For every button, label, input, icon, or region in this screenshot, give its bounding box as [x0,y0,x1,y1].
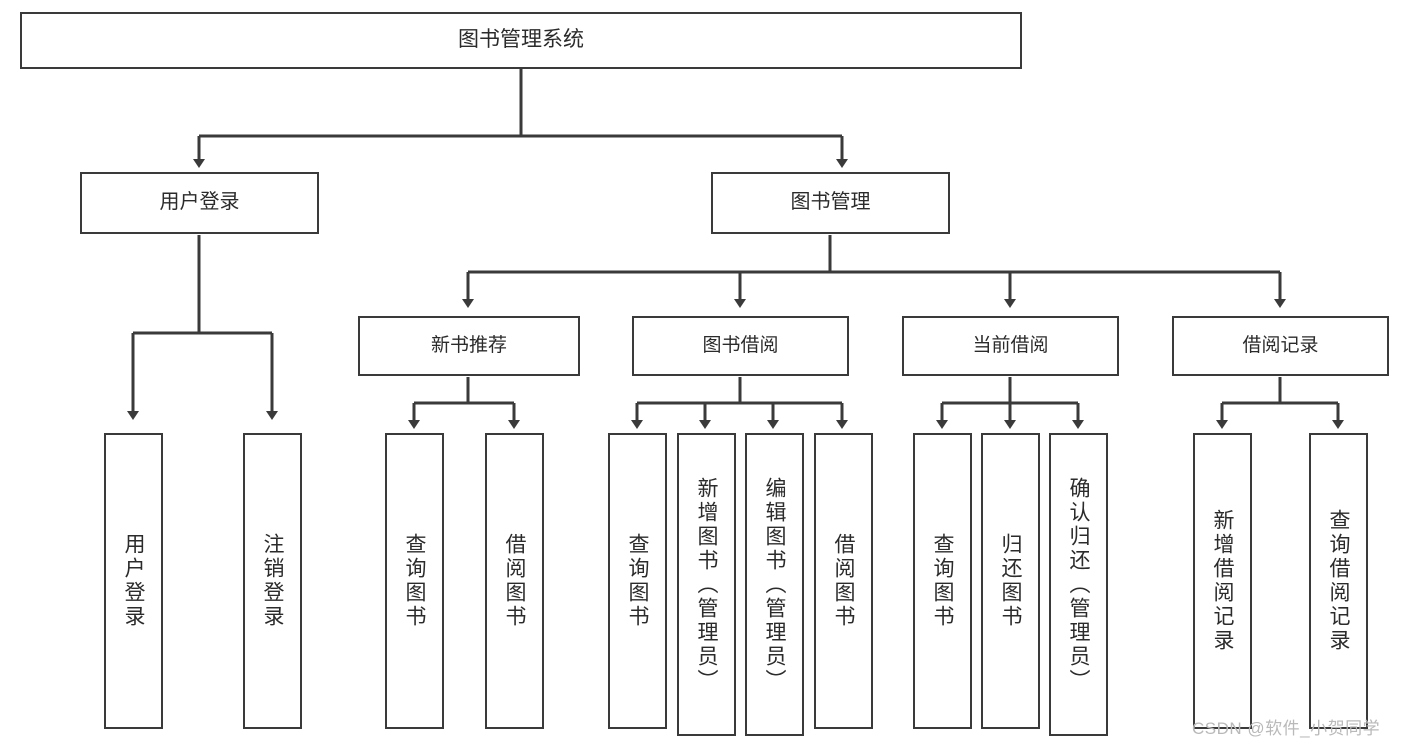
node-user-login[interactable]: 用户登录 [80,172,319,234]
leaf-query-book-3-label: 查询图书 [931,533,954,629]
leaf-query-book-3[interactable]: 查询图书 [913,433,972,729]
node-new-book-rec-label: 新书推荐 [430,334,507,356]
leaf-return-book-label: 归还图书 [999,533,1022,629]
leaf-add-book[interactable]: 新增图书（管理员） [677,433,736,736]
leaf-query-record-label: 查询借阅记录 [1327,509,1350,653]
leaf-borrow-book-1-label: 借阅图书 [503,533,526,629]
node-current-borrow[interactable]: 当前借阅 [902,316,1119,376]
leaf-query-book-2[interactable]: 查询图书 [608,433,667,729]
node-book-borrow[interactable]: 图书借阅 [632,316,849,376]
node-new-book-rec[interactable]: 新书推荐 [358,316,580,376]
leaf-query-book-1-label: 查询图书 [403,533,426,629]
leaf-user-logout-label: 注销登录 [261,533,284,629]
leaf-return-book[interactable]: 归还图书 [981,433,1040,729]
node-borrow-record-label: 借阅记录 [1242,334,1319,356]
csdn-watermark: CSDN @软件_小贺同学 [1192,719,1381,738]
leaf-borrow-book-2[interactable]: 借阅图书 [814,433,873,729]
leaf-add-record[interactable]: 新增借阅记录 [1193,433,1252,729]
leaf-query-record[interactable]: 查询借阅记录 [1309,433,1368,729]
leaf-query-book-2-label: 查询图书 [626,533,649,629]
leaf-add-record-label: 新增借阅记录 [1211,509,1234,653]
leaf-edit-book[interactable]: 编辑图书（管理员） [745,433,804,736]
node-root-label: 图书管理系统 [458,28,584,52]
leaf-confirm-return[interactable]: 确认归还（管理员） [1049,433,1108,736]
leaf-borrow-book-1[interactable]: 借阅图书 [485,433,544,729]
leaf-user-logout[interactable]: 注销登录 [243,433,302,729]
node-user-login-label: 用户登录 [159,191,240,214]
leaf-borrow-book-2-label: 借阅图书 [832,533,855,629]
leaf-user-login[interactable]: 用户登录 [104,433,163,729]
leaf-confirm-return-label: 确认归还（管理员） [1067,476,1090,693]
leaf-user-login-label: 用户登录 [122,533,145,629]
node-book-borrow-label: 图书借阅 [702,334,779,356]
node-book-manage-label: 图书管理 [790,191,871,214]
node-current-borrow-label: 当前借阅 [972,334,1049,356]
leaf-edit-book-label: 编辑图书（管理员） [763,476,786,693]
node-book-manage[interactable]: 图书管理 [711,172,950,234]
node-borrow-record[interactable]: 借阅记录 [1172,316,1389,376]
leaf-query-book-1[interactable]: 查询图书 [385,433,444,729]
node-root[interactable]: 图书管理系统 [20,12,1022,69]
leaf-add-book-label: 新增图书（管理员） [695,476,718,693]
